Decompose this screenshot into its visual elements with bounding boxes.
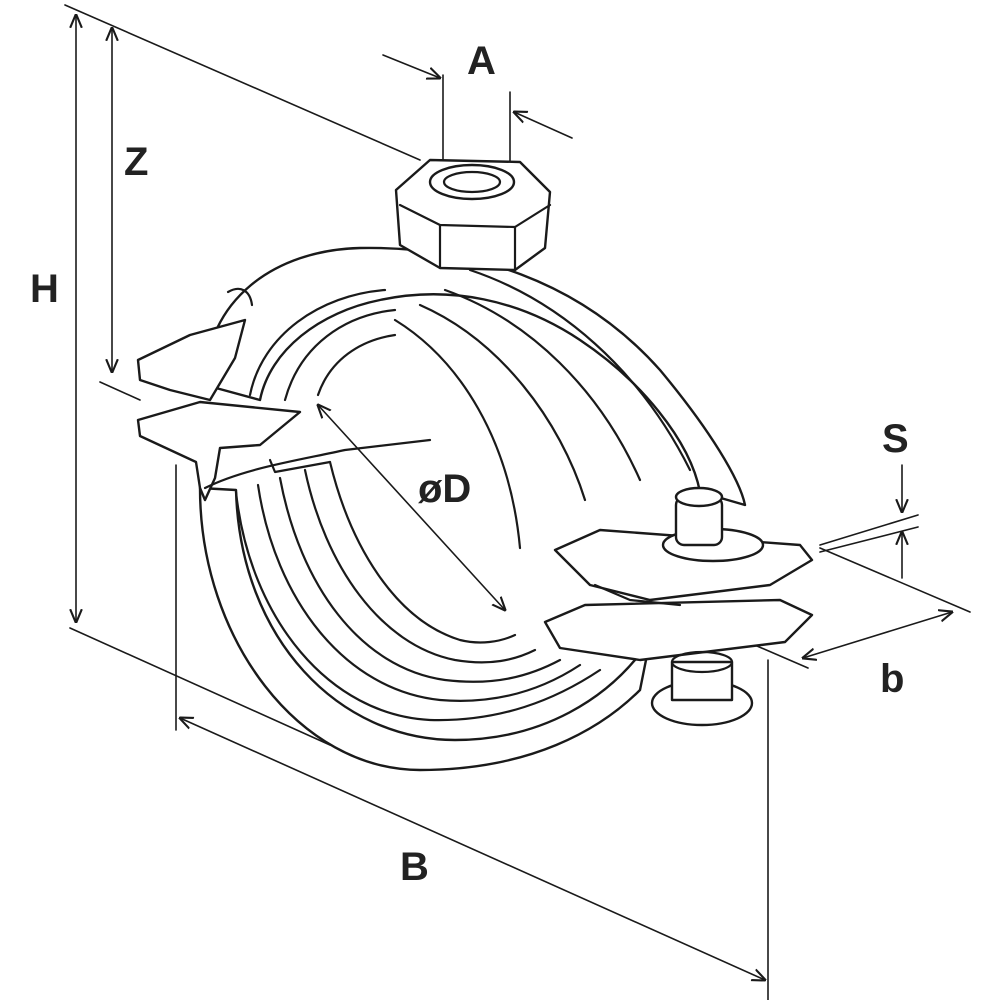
dimension-lines	[64, 4, 971, 1000]
label-b: b	[880, 657, 904, 701]
lower-clamp-half	[136, 400, 652, 772]
dimension-labels: A Z H S øD b B	[30, 39, 909, 889]
right-flange-assembly	[543, 486, 814, 727]
label-A: A	[467, 39, 496, 83]
upper-clamp-half	[136, 246, 747, 550]
hex-nut	[394, 158, 552, 272]
label-B: B	[400, 845, 429, 889]
label-D: øD	[418, 467, 471, 511]
label-H: H	[30, 267, 59, 311]
label-S: S	[882, 417, 909, 461]
label-Z: Z	[124, 140, 148, 184]
